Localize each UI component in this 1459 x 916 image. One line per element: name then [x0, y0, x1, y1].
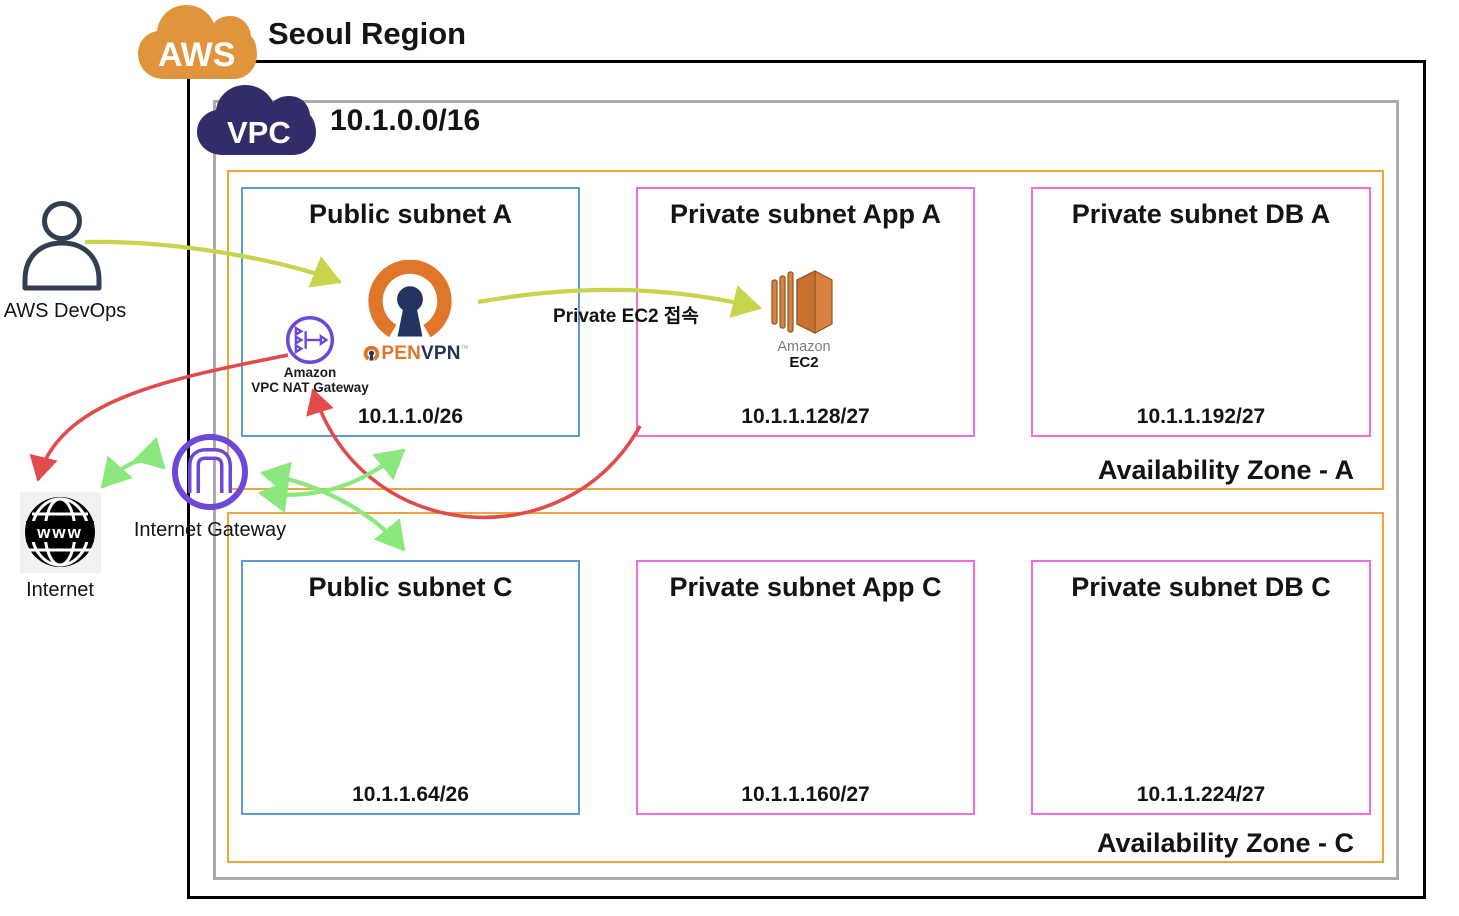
devops-label: AWS DevOps	[3, 300, 127, 322]
openvpn-wordmark-pen: PEN	[381, 343, 421, 364]
devops-icon	[22, 201, 102, 291]
subnet-cidr: 10.1.1.128/27	[741, 405, 870, 428]
subnet-cidr: 10.1.1.160/27	[741, 783, 870, 806]
subnet-title: Private subnet DB C	[1071, 572, 1331, 602]
subnet-title: Private subnet App C	[669, 572, 942, 602]
ec2-icon	[771, 270, 833, 334]
internet-gateway-icon	[172, 434, 248, 510]
svg-text:www: www	[36, 523, 83, 542]
openvpn-o-icon	[363, 345, 380, 362]
subnet-private-db-a: Private subnet DB A 10.1.1.192/27	[1031, 187, 1371, 437]
openvpn-wordmark-vpn: VPN	[421, 343, 461, 364]
subnet-cidr: 10.1.1.224/27	[1136, 783, 1266, 806]
subnet-cidr: 10.1.1.192/27	[1136, 405, 1266, 428]
nat-gateway-label-line2: VPC NAT Gateway	[251, 379, 369, 395]
internet-icon: www	[20, 492, 101, 573]
ec2-label: Amazon EC2	[748, 340, 860, 371]
subnet-title: Private subnet App A	[669, 199, 942, 229]
subnet-title: Private subnet DB A	[1071, 199, 1331, 229]
arrow-internet-igw	[100, 436, 166, 489]
vpc-cidr: 10.1.0.0/16	[330, 104, 481, 137]
openvpn-icon	[368, 260, 452, 343]
subnet-cidr: 10.1.1.0/26	[357, 405, 464, 428]
ec2-access-label: Private EC2 접속	[553, 306, 699, 327]
subnet-title: Public subnet C	[308, 572, 513, 602]
subnet-private-app-c: Private subnet App C 10.1.1.160/27	[636, 560, 975, 815]
subnet-cidr: 10.1.1.64/26	[352, 783, 469, 806]
internet-label: Internet	[26, 579, 94, 601]
subnet-private-db-c: Private subnet DB C 10.1.1.224/27	[1031, 560, 1371, 815]
vpc-cloud-icon: VPC	[197, 85, 316, 155]
internet-gateway-label: Internet Gateway	[133, 519, 287, 541]
subnet-public-c: Public subnet C 10.1.1.64/26	[241, 560, 580, 815]
ec2-label-line1: Amazon	[777, 339, 831, 355]
vpc-border	[213, 100, 1399, 880]
availability-zone-a-label: Availability Zone - A	[1097, 455, 1354, 485]
openvpn-trademark: ™	[460, 344, 469, 353]
aws-cloud-icon: AWS	[138, 5, 257, 79]
ec2-label-line2: EC2	[789, 354, 819, 371]
nat-gateway-label: Amazon VPC NAT Gateway	[243, 365, 377, 395]
svg-text:VPC: VPC	[227, 115, 291, 150]
region-title: Seoul Region	[268, 16, 467, 51]
availability-zone-c: Availability Zone - C	[227, 512, 1384, 863]
nat-gateway-icon	[285, 315, 335, 365]
subnet-title: Public subnet A	[308, 199, 512, 229]
availability-zone-a: Availability Zone - A	[227, 170, 1384, 490]
subnet-private-app-a: Private subnet App A 10.1.1.128/27	[636, 187, 975, 437]
availability-zone-c-label: Availability Zone - C	[1096, 828, 1354, 858]
nat-gateway-label-line1: Amazon	[283, 365, 337, 380]
svg-text:AWS: AWS	[158, 36, 235, 74]
